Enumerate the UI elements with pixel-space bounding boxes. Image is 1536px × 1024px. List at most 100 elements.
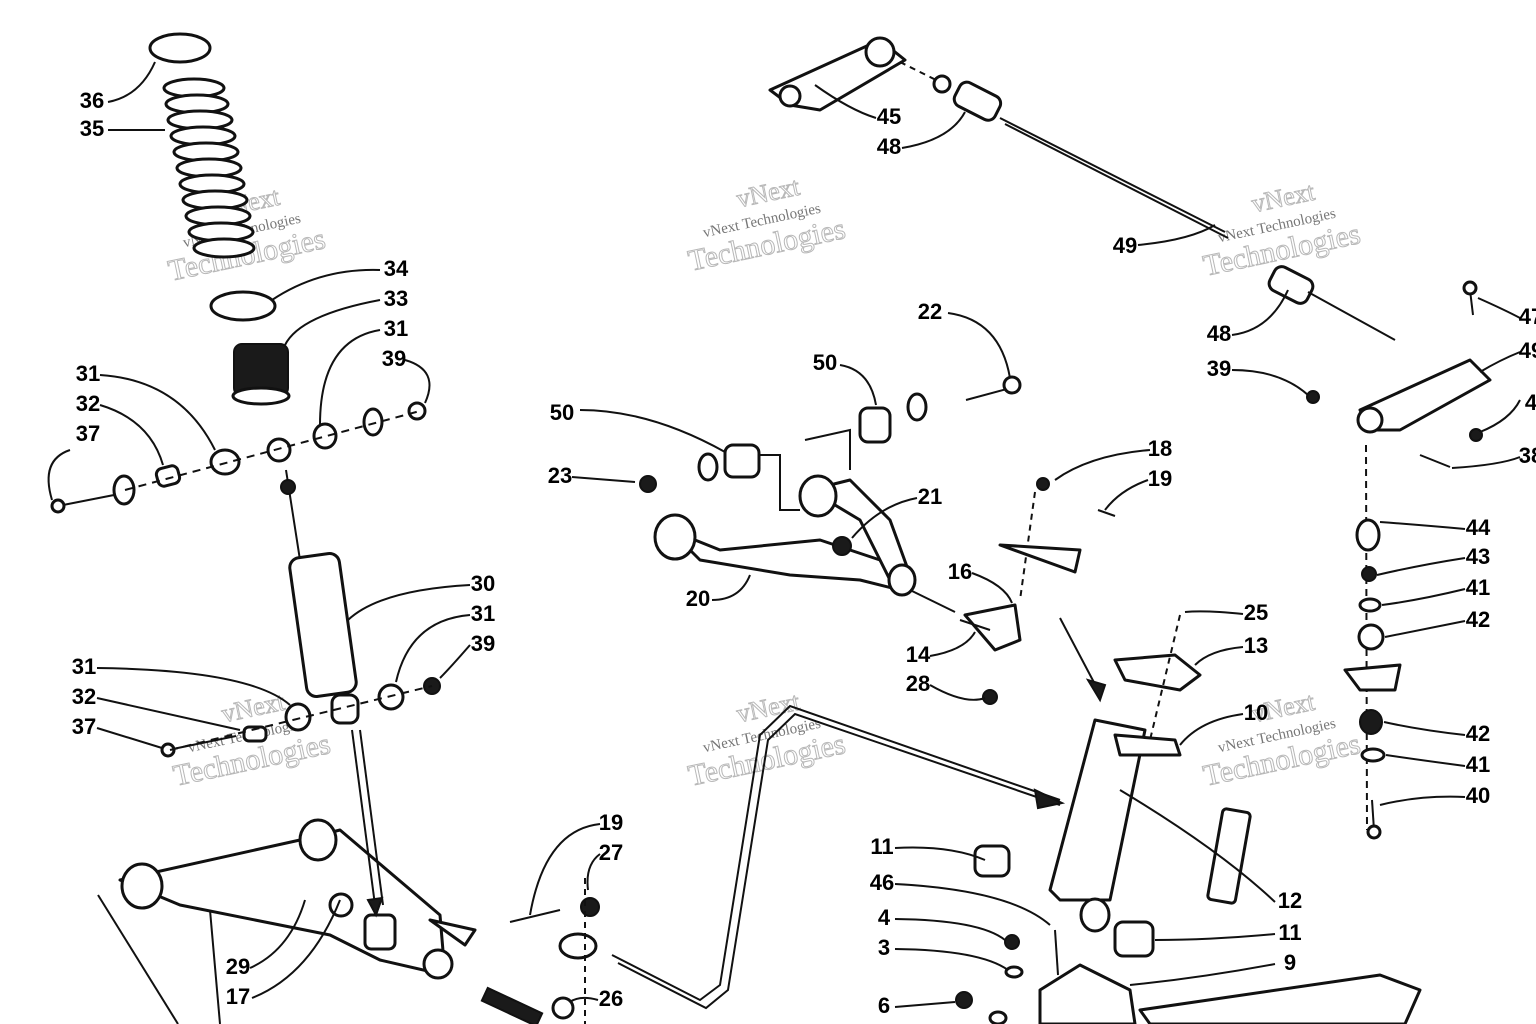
callout-41: 41 [1466, 752, 1490, 777]
tie-rod-arrow [611, 704, 1066, 1010]
callout-21: 21 [918, 484, 942, 509]
callout-50: 50 [813, 350, 837, 375]
bolt-part [1462, 280, 1478, 296]
bracket-part [1343, 663, 1402, 692]
coil-spring-part [162, 77, 256, 259]
arm-bushing-part [328, 892, 354, 918]
callout-33: 33 [384, 286, 408, 311]
callout-11: 11 [1278, 920, 1301, 945]
link-end-part [1355, 518, 1381, 552]
callout-30: 30 [471, 571, 495, 596]
callout-46: 46 [870, 870, 894, 895]
callout-39: 39 [1207, 356, 1231, 381]
nut-part [955, 991, 973, 1009]
callout-43: 43 [1466, 544, 1490, 569]
sleeve-part [154, 464, 182, 488]
grommet-part [1357, 623, 1385, 651]
nut-part [1306, 390, 1320, 404]
callout-28: 28 [906, 671, 930, 696]
callout-44: 44 [1466, 515, 1491, 540]
rod-end-part [1267, 265, 1315, 305]
washer-part [697, 452, 719, 482]
shock-absorber-assembly [50, 32, 441, 758]
shock-body-part [288, 551, 358, 699]
callout-35: 35 [80, 116, 104, 141]
nut-part [1004, 934, 1020, 950]
washer-part [1004, 965, 1024, 979]
nut-part [580, 897, 600, 917]
callout-48: 48 [877, 134, 901, 159]
nut-part [1361, 566, 1377, 582]
watermark: vNext vNext Technologies Technologies [685, 171, 849, 278]
callout-31: 31 [76, 361, 100, 386]
callout-49: 49 [1519, 338, 1536, 363]
grommet-part [1359, 709, 1383, 735]
callout-6: 6 [878, 993, 890, 1018]
leader-lines [47, 61, 1521, 1008]
cotter-pin-part [982, 689, 998, 705]
nut-part [832, 536, 852, 556]
washer-part [362, 407, 384, 437]
callout-32: 32 [76, 391, 100, 416]
callout-11: 11 [870, 834, 893, 859]
ski-mount-part [1038, 963, 1137, 1024]
callout-4: 4 [878, 905, 891, 930]
callout-22: 22 [918, 299, 942, 324]
watermark: vNext vNext Technologies Technologies [1200, 686, 1364, 793]
callout-12: 12 [1278, 888, 1302, 913]
shock-lower-eye [330, 693, 360, 725]
bolt-part [50, 498, 66, 514]
callout-37: 37 [76, 421, 100, 446]
grease-fitting-part [1036, 477, 1050, 491]
spindle-part [1048, 718, 1147, 902]
callout-31: 31 [471, 601, 495, 626]
washer-part [558, 932, 598, 960]
callout-38: 38 [1519, 443, 1536, 468]
callout-37: 37 [72, 714, 96, 739]
washer-part [1358, 597, 1382, 613]
callout-36: 36 [80, 88, 104, 113]
washer-part [906, 392, 928, 422]
shock-mount-bracket [363, 913, 397, 951]
nut-part [407, 401, 427, 421]
callout-27: 27 [599, 840, 623, 865]
shock-upper-eye [266, 437, 292, 463]
bushing-part [1113, 920, 1155, 958]
callout-25: 25 [1244, 600, 1268, 625]
spring-seat-part [209, 290, 277, 322]
ski-part [1138, 973, 1422, 1024]
sleeve-part [242, 725, 268, 743]
bushing-part [284, 702, 312, 732]
callout-16: 16 [948, 559, 972, 584]
callout-14: 14 [906, 642, 931, 667]
bolt-part [1002, 375, 1022, 395]
callout-42: 42 [1466, 721, 1490, 746]
callout-19: 19 [1148, 466, 1172, 491]
callout-39: 39 [382, 346, 406, 371]
callout-47: 47 [1519, 304, 1536, 329]
callout-40: 40 [1466, 783, 1490, 808]
callout-31: 31 [72, 654, 96, 679]
spindle-assembly [955, 614, 1422, 1024]
callout-34: 34 [384, 256, 409, 281]
bushing-part [973, 844, 1011, 878]
callout-17: 17 [226, 984, 250, 1009]
bushing-part [723, 443, 761, 479]
callout-42: 42 [1466, 607, 1490, 632]
nut-part [639, 475, 657, 493]
lower-a-arm-assembly [97, 729, 575, 1024]
boot-part [998, 543, 1082, 574]
callout-19: 19 [599, 810, 623, 835]
bushing-part [209, 448, 241, 476]
bushing-part [858, 406, 892, 444]
bushing-part [312, 422, 338, 450]
bolt-part [1366, 824, 1382, 840]
washer-part [1360, 747, 1386, 763]
callout-4: 4 [1525, 390, 1536, 415]
callout-20: 20 [686, 586, 710, 611]
callout-29: 29 [226, 954, 250, 979]
callout-13: 13 [1244, 633, 1268, 658]
lower-a-arm-part [118, 828, 447, 977]
callout-41: 41 [1466, 575, 1490, 600]
callout-3: 3 [878, 935, 890, 960]
